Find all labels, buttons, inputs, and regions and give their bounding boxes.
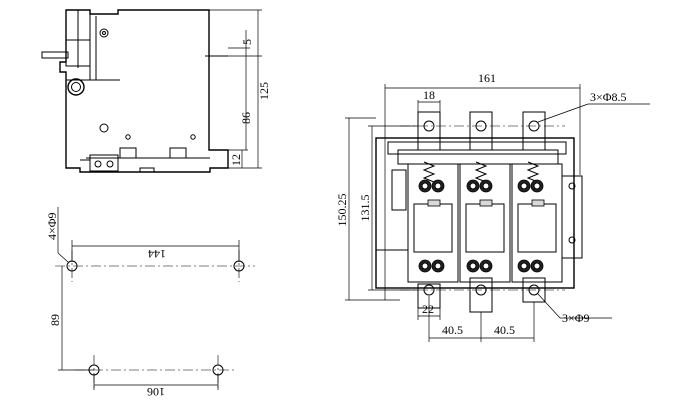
- side-knob: [67, 78, 85, 96]
- lower-screws: [418, 259, 544, 273]
- front-dim-top-holes: 3×Φ8.5: [590, 90, 627, 104]
- pole-chamber: [407, 163, 459, 283]
- side-body-outline: [59, 9, 229, 173]
- upper-screws: [418, 179, 544, 193]
- front-dim-pitch-right: 40.5: [494, 323, 515, 337]
- side-attachment: [561, 175, 583, 259]
- mount-dim-bottom-span: 106: [147, 385, 165, 399]
- side-view: 5 125 86 12: [41, 9, 271, 173]
- side-hole: [99, 123, 109, 133]
- pole-chamber: [459, 163, 511, 283]
- front-housing: [375, 137, 575, 289]
- front-dim-pitch-left: 40.5: [442, 323, 463, 337]
- front-dim-terminal-width: 18: [423, 88, 435, 102]
- side-small-hole: [99, 28, 109, 38]
- front-dim-width-total: 161: [478, 71, 496, 85]
- side-dim-top-gap: 5: [240, 39, 254, 45]
- front-dim-bottom-terminal-width: 22: [422, 302, 434, 316]
- mount-dim-vertical-span: 89: [48, 314, 62, 326]
- side-handle: [41, 51, 69, 59]
- side-dim-height-base: 12: [229, 154, 243, 166]
- side-dim-height-total: 125: [257, 82, 271, 100]
- front-dim-height-total: 150.25: [335, 194, 349, 227]
- front-dim-height-body: 131.5: [358, 195, 372, 222]
- side-bottom-terminal: [89, 154, 119, 172]
- mount-dim-top-span: 144: [148, 247, 166, 261]
- side-dim-height-mid: 86: [239, 112, 253, 124]
- front-view: 161 18 3×Φ8.5: [335, 71, 650, 342]
- front-dim-bottom-holes: 3×Φ9: [562, 311, 590, 325]
- mount-dim-holes: 4×Φ9: [45, 212, 59, 240]
- mounting-view: 144 89 106 4×Φ9: [45, 207, 255, 399]
